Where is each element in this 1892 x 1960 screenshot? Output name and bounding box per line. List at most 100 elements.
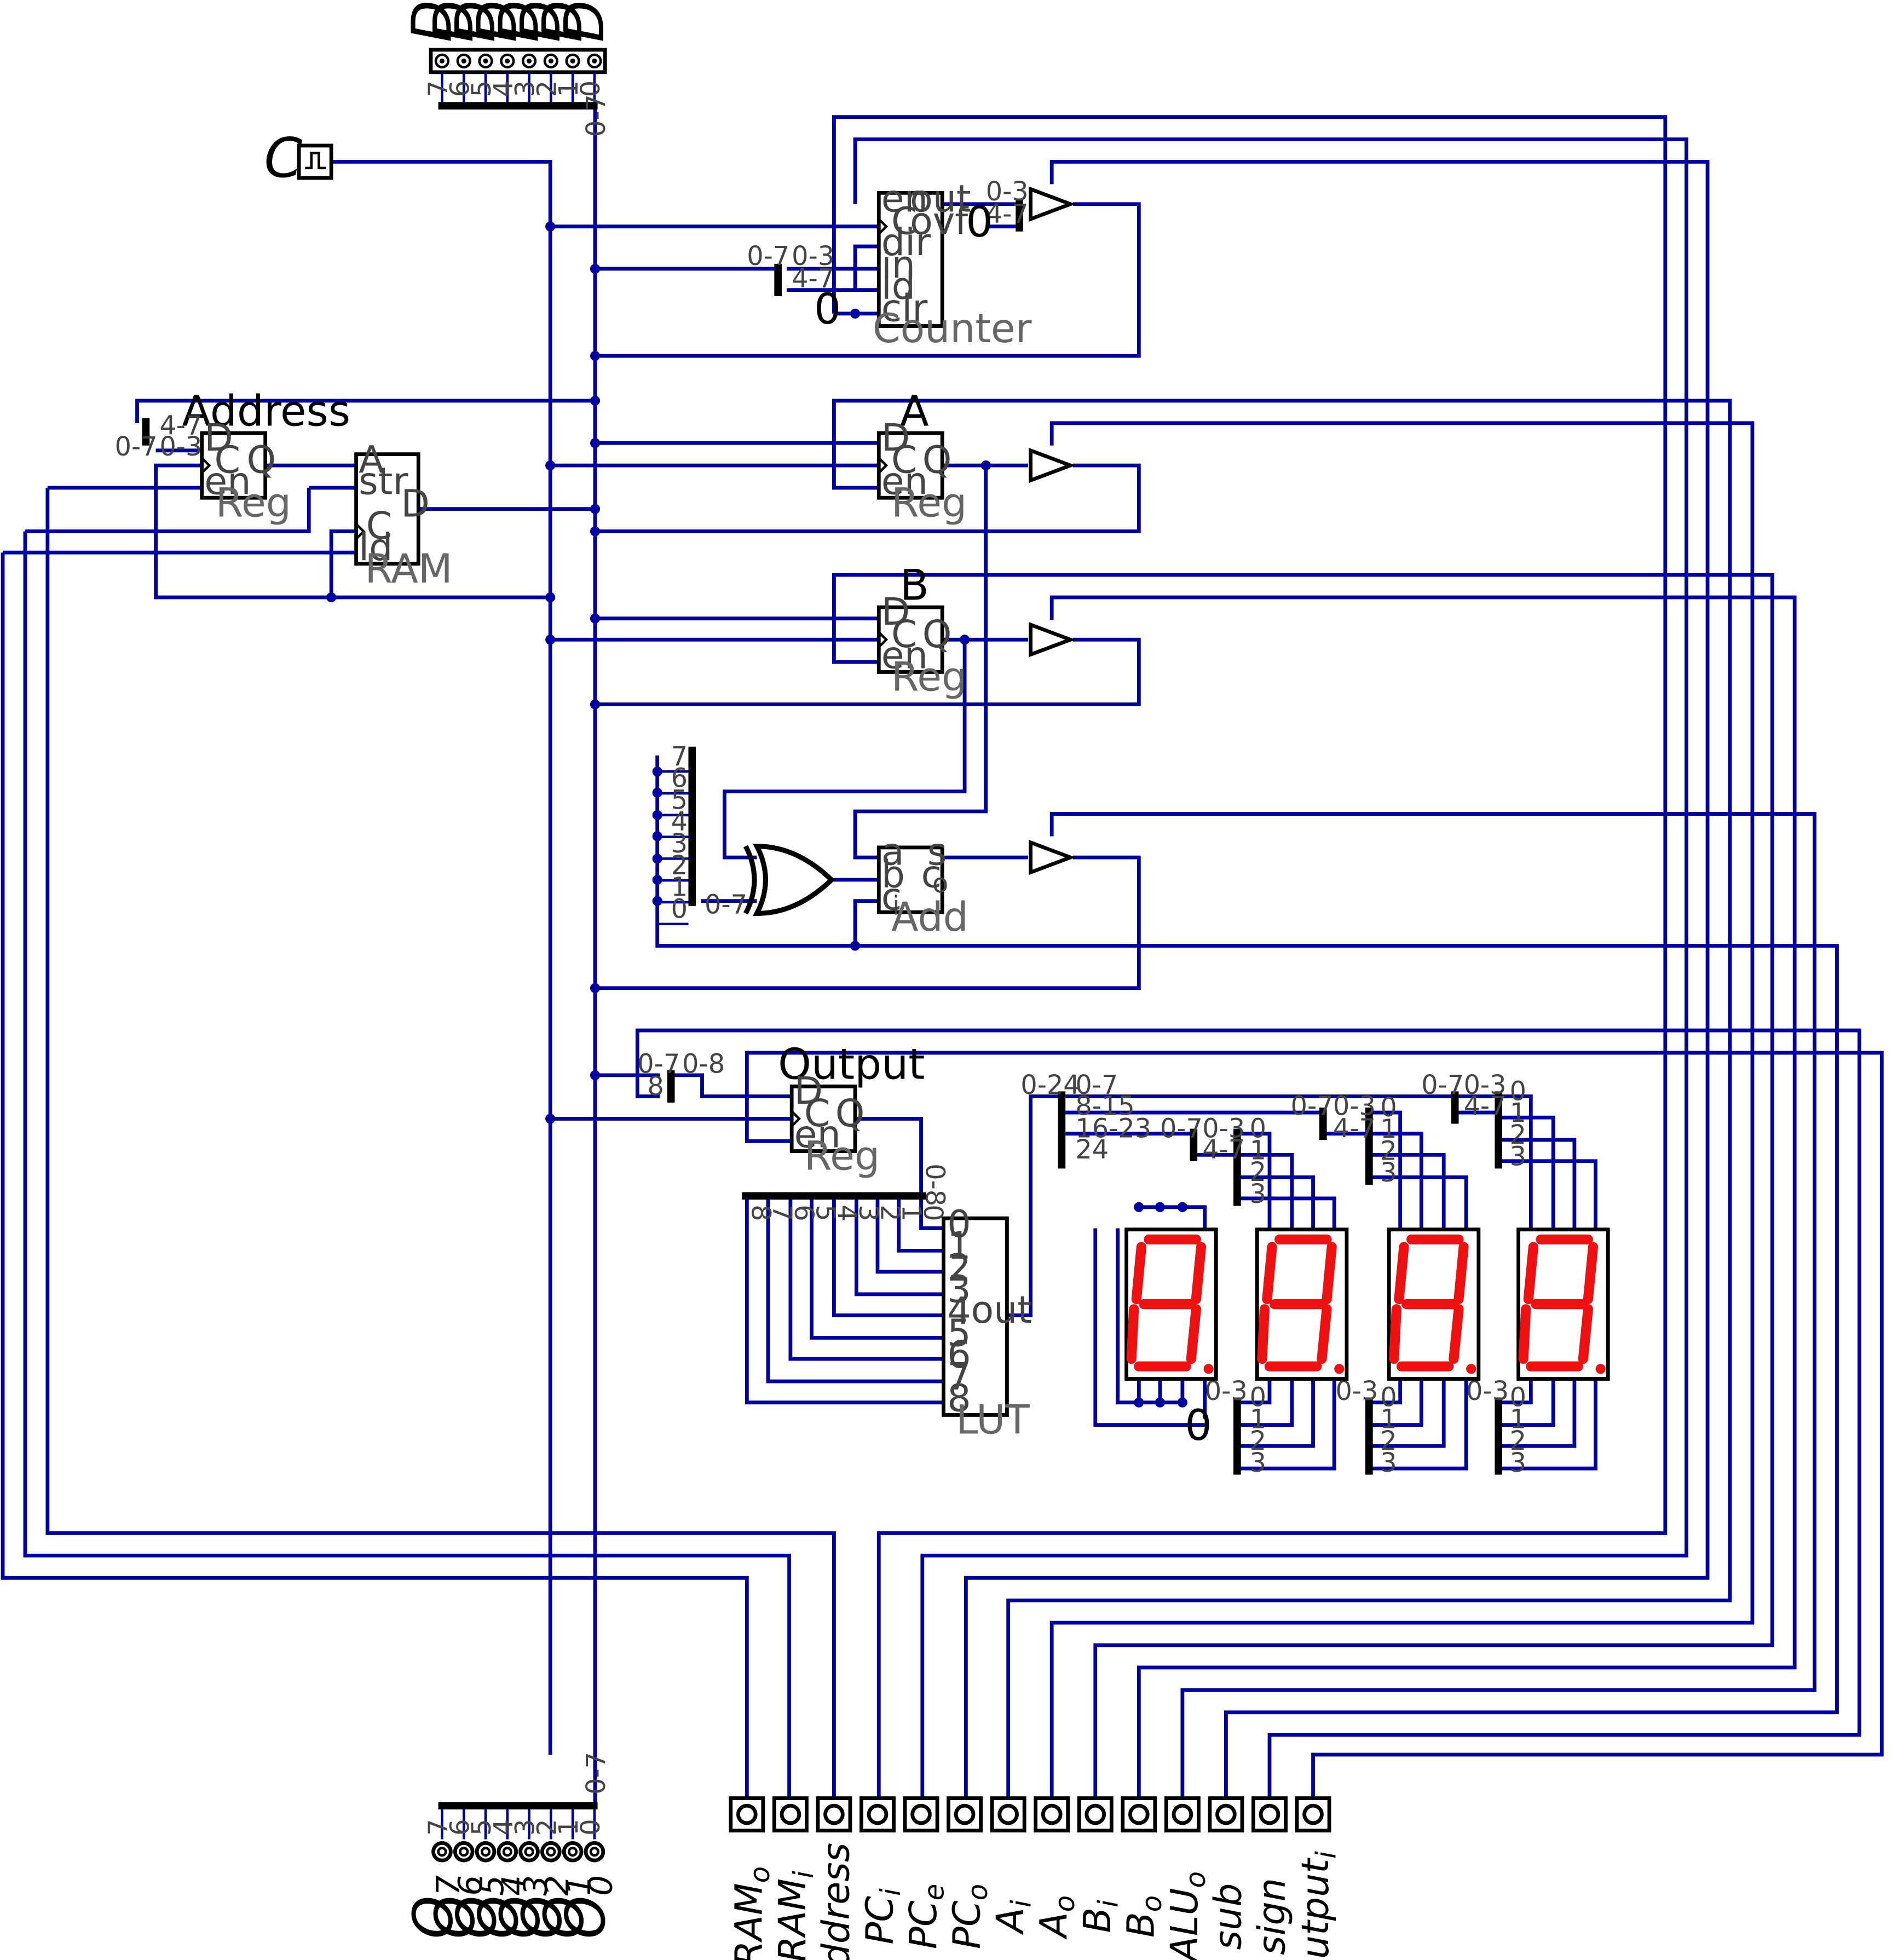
counter-pin-ovf: ovf <box>910 200 969 243</box>
clock-input[interactable] <box>297 143 333 180</box>
split-part-3: 24 <box>1075 1135 1109 1165</box>
lut-bus-bit: 7 <box>767 1204 797 1221</box>
output-caption: Reg <box>804 1133 880 1180</box>
control-button-aluo[interactable] <box>1164 1796 1201 1833</box>
adder-pin-co-c: c <box>921 854 942 897</box>
control-button-pce[interactable] <box>903 1796 939 1833</box>
lut-bus-bit: 8 <box>745 1204 775 1221</box>
reg-b-pin-c: C <box>891 613 918 656</box>
ram-caption: RAM <box>365 546 453 592</box>
control-label-ao: Ao <box>1032 1895 1081 1940</box>
control-button-pco[interactable] <box>947 1796 983 1833</box>
nibble-label: 3 <box>1380 1158 1397 1188</box>
control-button-bi[interactable] <box>1077 1796 1114 1833</box>
input-bit-label: 7 <box>424 80 454 97</box>
reg-a-title: A <box>900 387 929 436</box>
nibble-label: 1 <box>1250 1135 1266 1166</box>
display-splitters <box>1058 1091 1503 1475</box>
reg-a-pin-d: D <box>881 417 910 460</box>
split-sub-d: 0-7 <box>1291 1092 1334 1122</box>
address-title: Address <box>182 387 350 436</box>
adder-bit-label: 0 <box>671 894 688 924</box>
control-label-bo: Bo <box>1120 1895 1168 1938</box>
control-button-bo[interactable] <box>1121 1796 1157 1833</box>
input-label-d0: D0 <box>552 0 619 42</box>
counter-split-high: 4-7 <box>792 264 834 294</box>
counter-split-low: 0-3 <box>792 241 834 272</box>
adder-caption: Add <box>891 894 968 941</box>
control-button-outputi[interactable] <box>1295 1796 1331 1833</box>
split-part-1: 8-15 <box>1075 1092 1134 1122</box>
nibble-label: 0 <box>1250 1383 1266 1413</box>
address-caption: Reg <box>216 480 291 526</box>
counter-tri-high: 4-7 <box>986 199 1029 229</box>
adder-pin-co-o: o <box>932 869 948 899</box>
reg-a-pin-q: Q <box>922 439 952 482</box>
input-label-d4: D4 <box>465 0 532 42</box>
reg-b-pin-d: D <box>881 591 910 634</box>
ram-pin-ld: ld <box>359 526 393 569</box>
output-title: Output <box>778 1040 925 1089</box>
output-bus-range: 0-7 <box>581 1752 612 1795</box>
nibble-label: 2 <box>1380 1426 1397 1456</box>
lut-input-3: 3 <box>947 1269 971 1312</box>
nibble-label: 3 <box>1380 1448 1397 1478</box>
split-sub-i: 4-7 <box>1464 1092 1507 1122</box>
counter-split-in: 0-7 <box>747 241 789 272</box>
ram-pin-str: str <box>359 460 408 503</box>
nibble-label: 1 <box>1380 1404 1397 1434</box>
adder-pin-ci-c: c <box>881 876 902 919</box>
lut-bus-bit: 0 <box>918 1204 948 1221</box>
control-button-address[interactable] <box>816 1796 852 1833</box>
data-input-pins <box>429 48 607 110</box>
address-pin-en: en <box>204 460 251 503</box>
nibble-label: 2 <box>1250 1426 1266 1456</box>
control-button-ai[interactable] <box>990 1796 1026 1833</box>
adder-pin-s: s <box>927 831 947 874</box>
control-button-sub[interactable] <box>1208 1796 1244 1833</box>
nibble-label: 0 <box>1380 1383 1397 1413</box>
register-b <box>876 605 1076 674</box>
counter-pin-out: out <box>910 177 971 221</box>
nibble-label: 3 <box>1510 1142 1526 1172</box>
input-label-d6: D6 <box>422 0 488 42</box>
lut-input-2: 2 <box>947 1247 971 1290</box>
lut-bus-bit: 2 <box>874 1204 904 1221</box>
counter-pin-en: en <box>881 177 928 221</box>
input-label-d5: D5 <box>443 0 510 42</box>
adder-and-xor <box>688 746 1076 916</box>
split-low-1: 0-3 <box>1205 1376 1248 1406</box>
ram-component <box>354 452 420 566</box>
address-pin-d: D <box>204 417 233 460</box>
output-bit-label: 4 <box>489 1819 519 1835</box>
control-label-outputi: outputi <box>1294 1851 1342 1960</box>
address-register <box>142 418 268 500</box>
control-label-pci: PCi <box>858 1888 907 1945</box>
lut-input-1: 1 <box>947 1225 971 1268</box>
seven-segment-display-3 <box>1387 1227 1481 1381</box>
output-pin-d: D <box>794 1070 823 1113</box>
control-label-ramo: RAMo <box>728 1866 776 1960</box>
control-label-address: address <box>815 1843 858 1960</box>
input-bit-label: 5 <box>467 80 497 97</box>
nibble-label: 1 <box>1510 1098 1526 1128</box>
input-bit-label: 0 <box>576 80 606 97</box>
control-label-bi: Bi <box>1076 1900 1124 1933</box>
control-button-pci[interactable] <box>860 1796 896 1833</box>
control-button-rami[interactable] <box>772 1796 809 1833</box>
output-register <box>667 1070 926 1200</box>
lut-input-5: 5 <box>947 1312 971 1355</box>
nibble-label: 0 <box>1510 1383 1526 1413</box>
output-bit-label: 1 <box>554 1819 584 1835</box>
address-split-high: 4-7 <box>159 411 202 441</box>
output-pin-en: en <box>794 1114 841 1157</box>
adder-bit-label: 7 <box>671 742 688 772</box>
control-button-ao[interactable] <box>1034 1796 1070 1833</box>
output-pins <box>431 1802 605 1863</box>
address-pin-q: Q <box>247 439 276 482</box>
control-label-pce: PCe <box>902 1884 950 1949</box>
control-button-ramo[interactable] <box>729 1796 765 1833</box>
control-button-sign[interactable] <box>1251 1796 1288 1833</box>
wire-junctions <box>326 221 1187 1408</box>
nibble-label: 1 <box>1510 1404 1526 1434</box>
